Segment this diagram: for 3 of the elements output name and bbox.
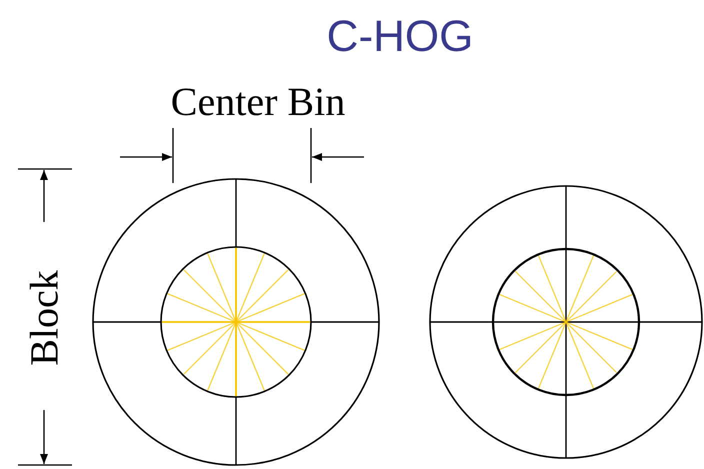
dimension-label: Block — [20, 270, 68, 366]
diagram-title: C-HOG — [326, 12, 474, 62]
dimension-label: Center Bin — [170, 78, 346, 125]
